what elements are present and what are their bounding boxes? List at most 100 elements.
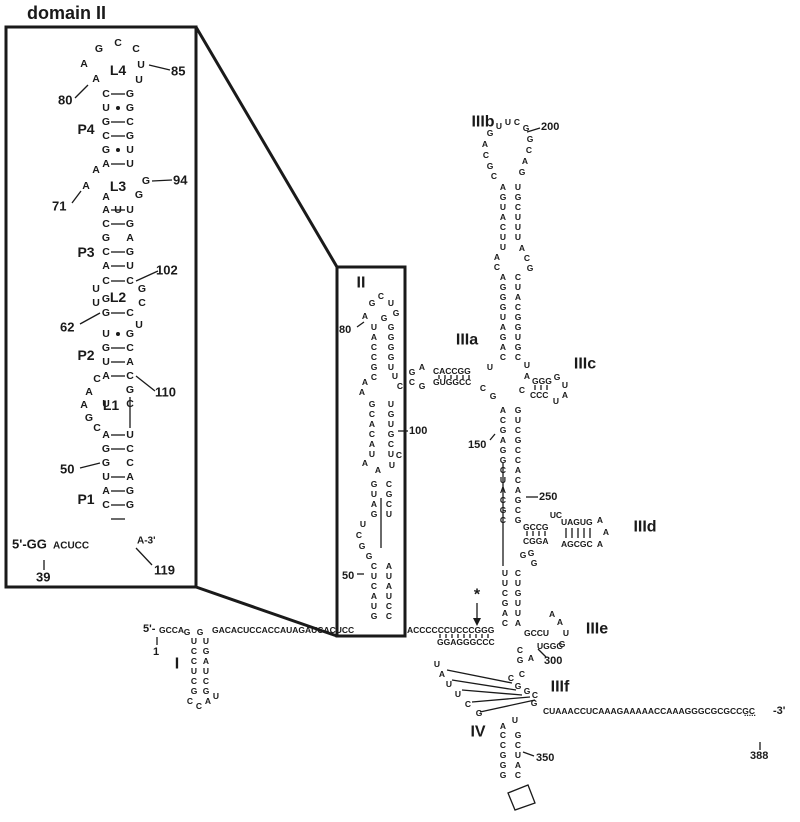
svg-text:U: U xyxy=(203,636,209,646)
svg-text:A: A xyxy=(482,139,488,149)
seq-IIId-bot2: AGCGC xyxy=(561,539,593,549)
svg-text:C: C xyxy=(500,222,506,232)
svg-text:G: G xyxy=(371,479,378,489)
svg-text:C: C xyxy=(397,381,403,391)
inset-nt: U xyxy=(102,328,110,340)
svg-text:C: C xyxy=(491,171,497,181)
svg-text:A: A xyxy=(603,527,609,537)
svg-text:C: C xyxy=(196,701,202,711)
svg-text:U: U xyxy=(446,679,452,689)
svg-text:U: U xyxy=(191,666,197,676)
svg-text:C: C xyxy=(465,699,471,709)
inset-num: 71 xyxy=(52,199,66,214)
svg-text:U: U xyxy=(455,689,461,699)
svg-text:U: U xyxy=(388,298,394,308)
seq-IIIe-bot: UGGG xyxy=(537,641,563,651)
inset-nt: A xyxy=(85,386,93,398)
svg-text:U: U xyxy=(505,117,511,127)
domain-labels: II IIIa IIIb IIIc IIId IIIe IIIf I IV xyxy=(175,114,657,741)
svg-text:C: C xyxy=(515,505,521,515)
inset-nt: U xyxy=(126,260,134,272)
inset-numbers: 85 80 94 71 102 62 110 50 39 119 xyxy=(36,64,188,585)
svg-text:G: G xyxy=(500,192,507,202)
svg-text:U: U xyxy=(515,282,521,292)
inset-nt: U xyxy=(102,102,110,114)
svg-text:U: U xyxy=(515,182,521,192)
svg-text:A: A xyxy=(371,499,377,509)
inset-nt: C xyxy=(114,37,122,49)
svg-text:U: U xyxy=(502,578,508,588)
svg-text:C: C xyxy=(515,272,521,282)
svg-text:C: C xyxy=(191,676,197,686)
main-num: 1 xyxy=(153,646,159,658)
main-num: 300 xyxy=(544,655,562,667)
svg-text:U: U xyxy=(386,571,392,581)
svg-text:A: A xyxy=(515,618,521,628)
main-num: 350 xyxy=(536,752,554,764)
svg-text:C: C xyxy=(371,352,377,362)
svg-text:C: C xyxy=(386,601,392,611)
label-L1: L1 xyxy=(103,397,120,413)
inset-nt: G xyxy=(102,457,110,469)
svg-text:A: A xyxy=(597,515,603,525)
svg-text:C: C xyxy=(369,429,375,439)
inset-nt: C xyxy=(102,246,110,258)
label-IIIf: IIIf xyxy=(551,679,570,696)
svg-text:G: G xyxy=(523,123,530,133)
inset-num: 94 xyxy=(173,173,188,188)
svg-text:U: U xyxy=(512,715,518,725)
svg-text:C: C xyxy=(378,291,384,301)
svg-text:G: G xyxy=(388,429,395,439)
svg-text:G: G xyxy=(515,588,522,598)
svg-text:C: C xyxy=(187,696,193,706)
label-L3: L3 xyxy=(110,178,127,194)
svg-text:U: U xyxy=(515,598,521,608)
svg-text:A: A xyxy=(371,332,377,342)
svg-text:C: C xyxy=(515,352,521,362)
main-num: 100 xyxy=(409,425,427,437)
svg-text:G: G xyxy=(369,298,376,308)
inset-nt: A xyxy=(126,356,134,368)
svg-text:C: C xyxy=(500,352,506,362)
seq-line-3p: CUAAACCUCAAAGAAAAACCAAAGGGCGCGCCGC xyxy=(543,706,755,716)
inset-nt: A xyxy=(102,370,110,382)
svg-text:G: G xyxy=(371,509,378,519)
seq-I-left: GCCA xyxy=(159,625,184,635)
svg-text:G: G xyxy=(517,655,524,665)
inset-nt: A xyxy=(80,399,88,411)
svg-text:A: A xyxy=(494,252,500,262)
baseline-sequences: 5'- GCCA GACACUCCACCAUAGAUCACUCC ACCCCCC… xyxy=(143,366,786,718)
inset-nt: U xyxy=(126,158,134,170)
inset-nt: A xyxy=(102,158,110,170)
svg-text:G: G xyxy=(515,681,522,691)
svg-text:A: A xyxy=(500,272,506,282)
inset-nt: U xyxy=(135,319,143,331)
svg-text:U: U xyxy=(515,332,521,342)
svg-text:U: U xyxy=(496,121,502,131)
svg-text:U: U xyxy=(388,399,394,409)
inset-nt: A xyxy=(126,471,134,483)
inset-nt: G xyxy=(126,485,134,497)
svg-text:U: U xyxy=(392,371,398,381)
svg-text:G: G xyxy=(500,760,507,770)
inset-num: 85 xyxy=(171,64,185,79)
svg-text:G: G xyxy=(487,128,494,138)
svg-text:C: C xyxy=(494,262,500,272)
svg-text:C: C xyxy=(532,690,538,700)
inset-nt: G xyxy=(126,102,134,114)
label-IIIa: IIIa xyxy=(456,332,478,349)
seq-mid-bot: GGAGGGCCC xyxy=(437,637,495,647)
inset-nt: G xyxy=(126,328,134,340)
svg-text:G: G xyxy=(515,730,522,740)
svg-text:G: G xyxy=(528,548,535,558)
svg-text:C: C xyxy=(500,515,506,525)
svg-text:U: U xyxy=(500,232,506,242)
svg-text:A: A xyxy=(515,292,521,302)
svg-text:G: G xyxy=(524,686,531,696)
svg-text:G: G xyxy=(531,558,538,568)
inset-nucleotides: G C C A U A U C G U G G C C G G U A A U … xyxy=(80,37,150,511)
svg-text:C: C xyxy=(371,342,377,352)
asterisk-marker: * xyxy=(474,587,481,604)
svg-text:A: A xyxy=(557,617,563,627)
